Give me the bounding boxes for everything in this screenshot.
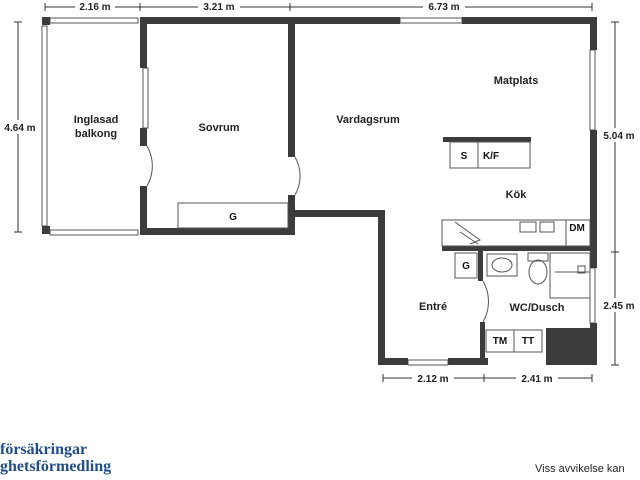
dimension-right-upper: 5.04 m: [603, 131, 634, 142]
room-label-entry: Entré: [419, 301, 447, 313]
fixture-label-sink: S: [461, 151, 468, 162]
room-label-balcony-line1: Inglasad: [74, 114, 119, 126]
dimension-lines: [14, 3, 619, 382]
dimension-top-mid: 3.21 m: [203, 2, 234, 13]
dimension-top-right: 6.73 m: [428, 2, 459, 13]
fixture-label-dishwasher: DM: [569, 223, 585, 234]
fixture-label-washer: TM: [493, 336, 507, 347]
room-label-balcony-line2: balkong: [75, 128, 117, 140]
room-label-living: Vardagsrum: [336, 114, 400, 126]
room-label-bedroom: Sovrum: [199, 122, 240, 134]
room-label-bath: WC/Dusch: [510, 302, 565, 314]
fixture-label-wardrobe-bedroom: G: [229, 212, 237, 223]
fixture-label-wardrobe-hall: G: [462, 261, 470, 272]
dimension-bottom-left: 2.12 m: [417, 374, 448, 385]
brand-line1: försäkringar: [0, 441, 88, 458]
walls: [42, 17, 597, 365]
brand-line2: ghetsförmedling: [0, 458, 112, 475]
fixture-label-dryer: TT: [522, 336, 534, 347]
dimension-labels: [0, 0, 640, 384]
room-label-kitchen: Kök: [506, 189, 528, 201]
dimension-bottom-right: 2.41 m: [521, 374, 552, 385]
brand-logo: försäkringar ghetsförmedling: [0, 441, 160, 475]
dimension-right-lower: 2.45 m: [603, 301, 634, 312]
fixture-label-fridge-freezer: K/F: [483, 151, 499, 162]
dimension-left-height: 4.64 m: [4, 123, 35, 134]
dimension-top-left: 2.16 m: [79, 2, 110, 13]
room-label-dining: Matplats: [494, 75, 539, 87]
disclaimer-text: Viss avvikelse kan: [535, 463, 625, 475]
fixtures: [146, 141, 591, 353]
